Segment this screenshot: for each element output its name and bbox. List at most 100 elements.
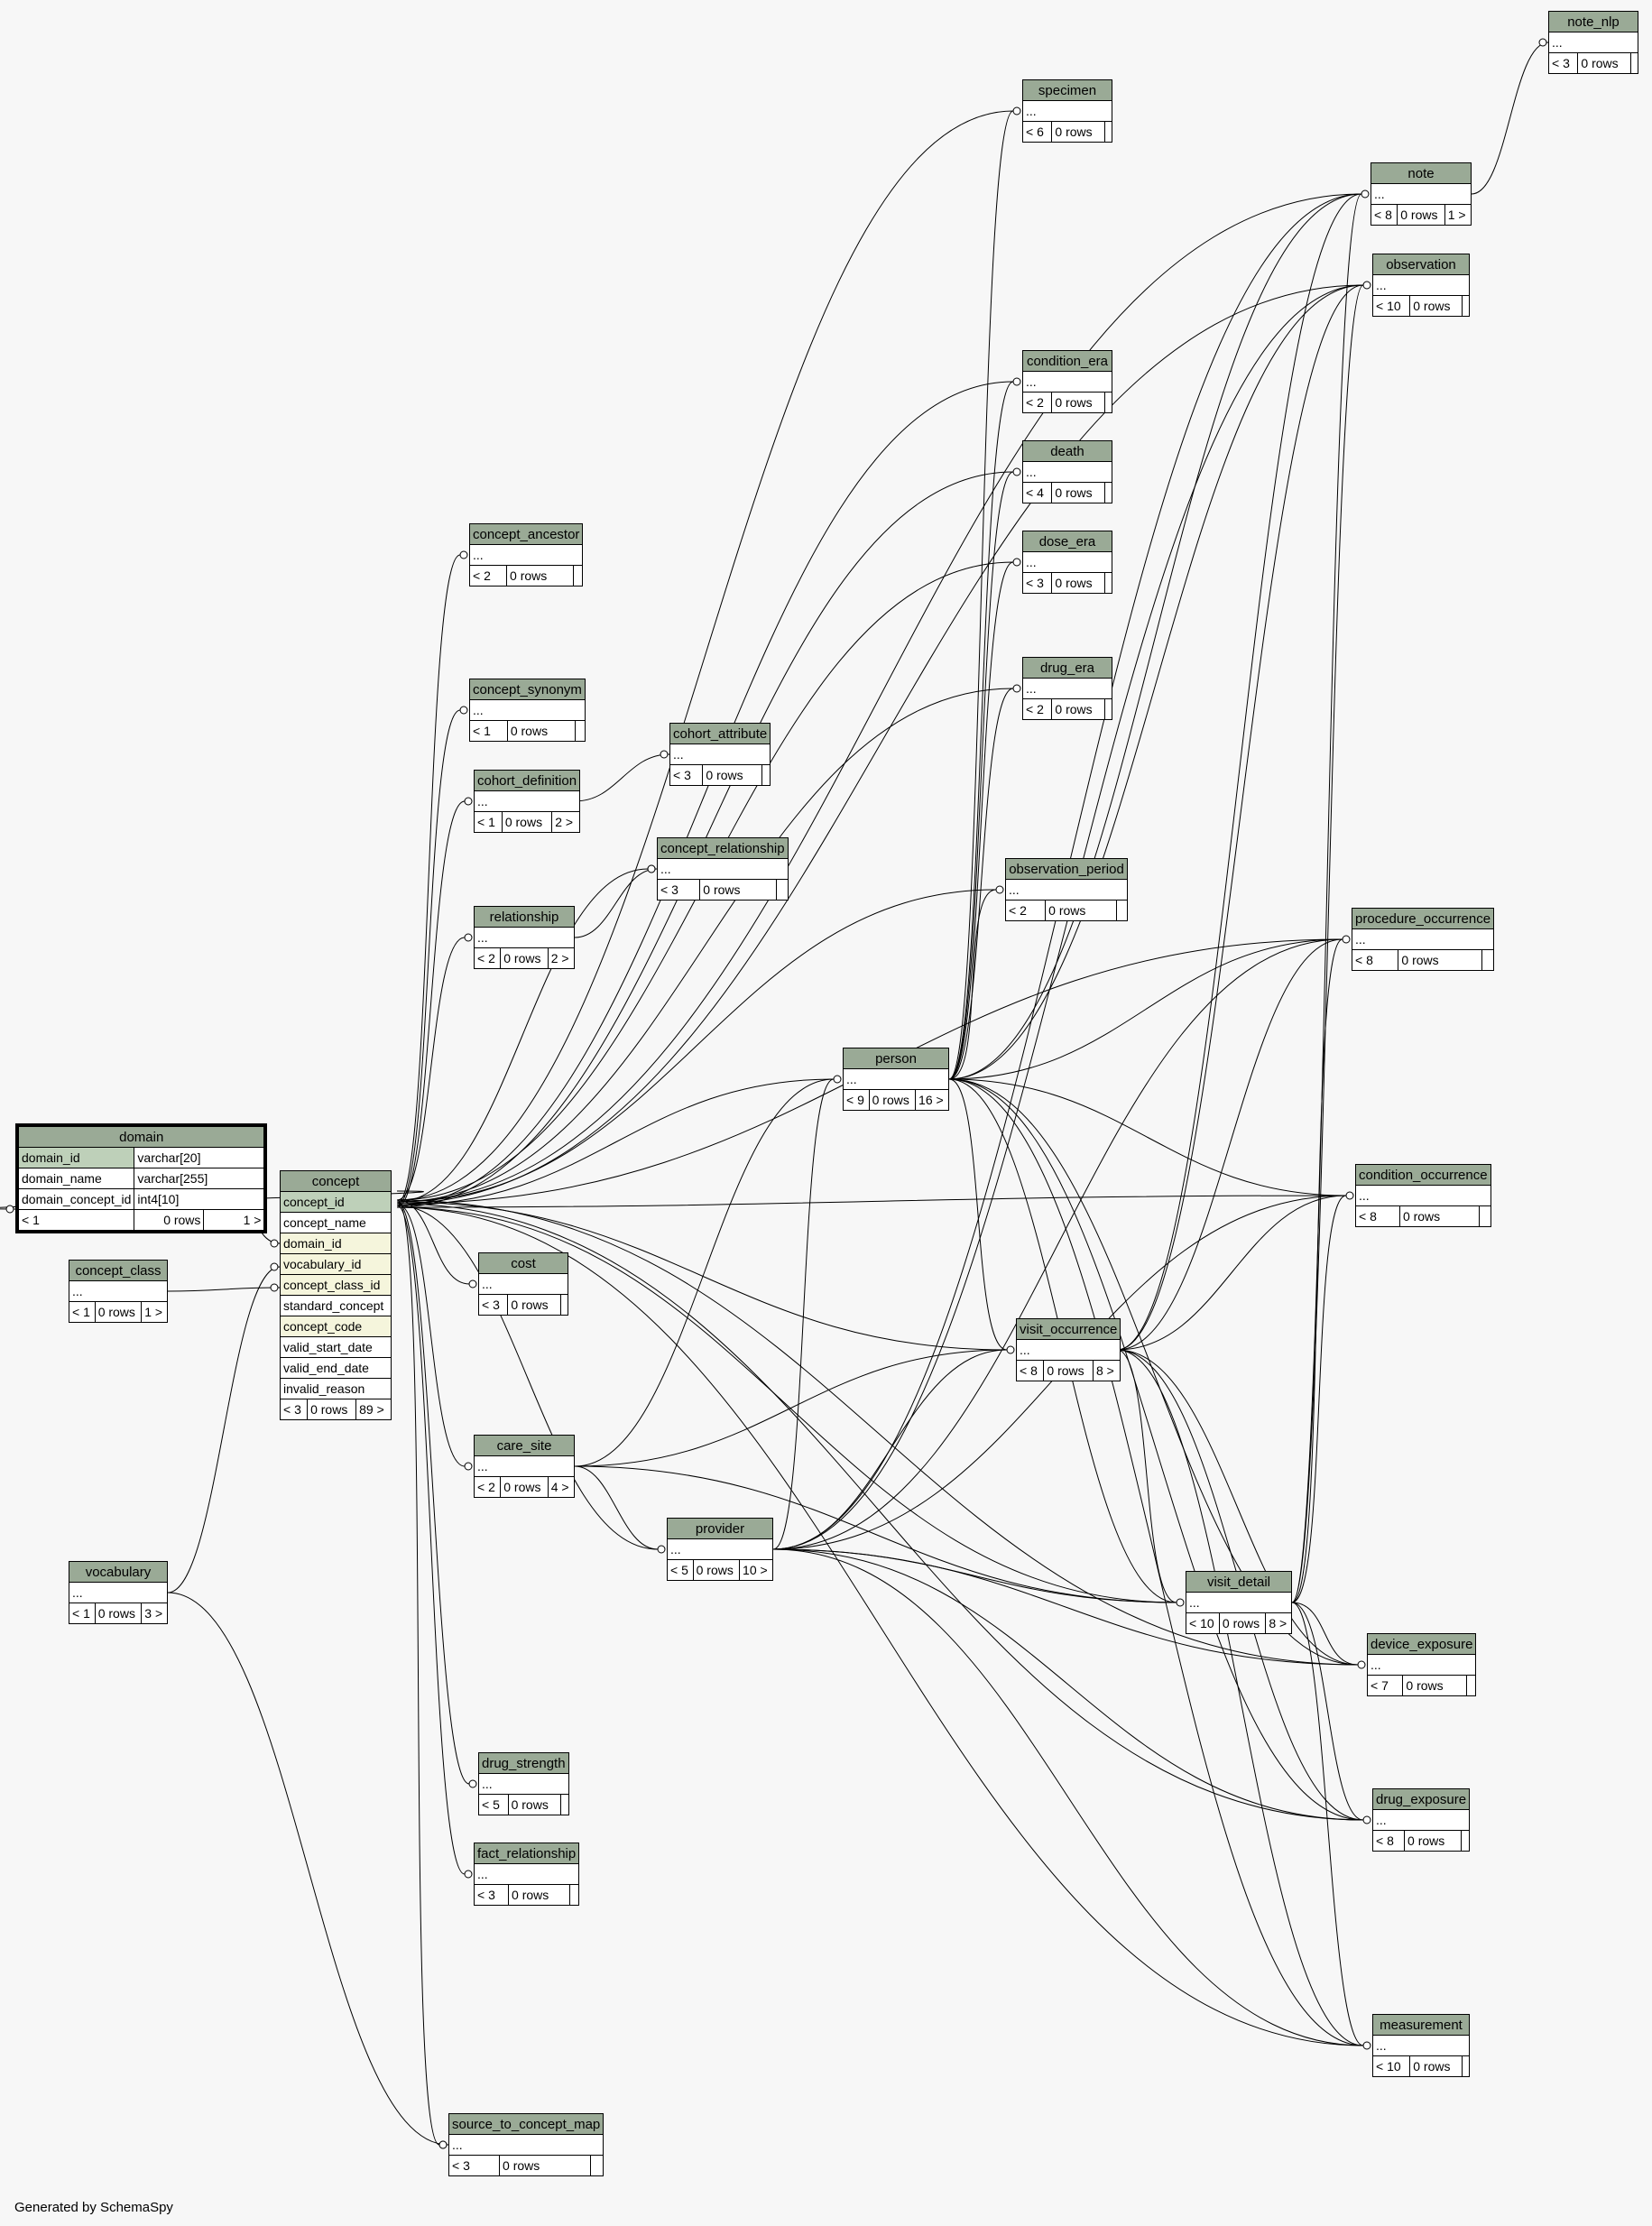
children-count[interactable]: [560, 1794, 569, 1815]
children-count[interactable]: 2 >: [551, 811, 581, 833]
children-count[interactable]: 3 >: [141, 1603, 168, 1624]
generated-by-label[interactable]: Generated by SchemaSpy: [14, 2200, 173, 2215]
parents-count[interactable]: < 3: [477, 1294, 509, 1316]
parents-count[interactable]: < 10: [1186, 1612, 1220, 1634]
children-count[interactable]: [1629, 52, 1639, 74]
table-title[interactable]: measurement: [1372, 2014, 1470, 2036]
table-title[interactable]: vocabulary: [69, 1561, 168, 1583]
children-count[interactable]: [1461, 295, 1471, 317]
parents-count[interactable]: < 1: [69, 1603, 96, 1624]
children-count[interactable]: [1103, 392, 1113, 413]
parents-count[interactable]: < 3: [448, 2155, 501, 2176]
parents-count[interactable]: < 3: [279, 1399, 309, 1420]
children-count[interactable]: 8 >: [1092, 1360, 1121, 1381]
parents-count[interactable]: < 1: [16, 1209, 135, 1233]
parents-count[interactable]: < 1: [474, 811, 503, 833]
parents-count[interactable]: < 7: [1366, 1675, 1404, 1696]
parents-count[interactable]: < 2: [1021, 392, 1053, 413]
parents-count[interactable]: < 5: [667, 1559, 694, 1581]
children-count[interactable]: [572, 565, 584, 587]
children-count[interactable]: [1103, 572, 1113, 594]
table-title[interactable]: cost: [478, 1252, 568, 1274]
table-title[interactable]: concept_ancestor: [468, 523, 584, 545]
parents-count[interactable]: < 2: [468, 565, 508, 587]
children-count[interactable]: [559, 1294, 569, 1316]
parents-count[interactable]: < 2: [473, 1476, 502, 1498]
table-domain[interactable]: domain domain_id varchar[20] domain_name…: [15, 1123, 268, 1233]
table-title[interactable]: concept: [280, 1170, 392, 1192]
parents-count[interactable]: < 1: [469, 720, 508, 742]
parents-count[interactable]: < 10: [1371, 295, 1411, 317]
children-count[interactable]: [574, 720, 586, 742]
table-title[interactable]: fact_relationship: [473, 1843, 580, 1864]
children-count[interactable]: 1 >: [203, 1209, 266, 1233]
children-count[interactable]: [1103, 482, 1113, 503]
children-count[interactable]: 4 >: [547, 1476, 576, 1498]
table-title[interactable]: concept_relationship: [657, 837, 789, 859]
children-count[interactable]: [1116, 900, 1128, 921]
parents-count[interactable]: < 8: [1351, 949, 1399, 971]
children-count[interactable]: [1481, 949, 1495, 971]
parents-count[interactable]: < 2: [1021, 698, 1053, 720]
parents-count[interactable]: < 6: [1021, 121, 1053, 143]
children-count[interactable]: [761, 764, 771, 786]
table-title[interactable]: condition_occurrence: [1355, 1164, 1491, 1186]
children-count[interactable]: 10 >: [739, 1559, 773, 1581]
children-count[interactable]: 2 >: [547, 947, 576, 969]
parents-count[interactable]: < 3: [1547, 52, 1579, 74]
children-count[interactable]: 8 >: [1265, 1612, 1292, 1634]
table-title[interactable]: concept_synonym: [469, 679, 586, 700]
table-title[interactable]: device_exposure: [1366, 1633, 1477, 1655]
table-concept[interactable]: concept concept_id concept_name domain_i…: [279, 1170, 392, 1420]
children-count[interactable]: [776, 879, 789, 901]
table-title[interactable]: specimen: [1022, 79, 1112, 101]
children-count[interactable]: [1103, 121, 1113, 143]
table-title[interactable]: drug_era: [1022, 657, 1112, 679]
parents-count[interactable]: < 3: [669, 764, 704, 786]
table-title[interactable]: domain: [16, 1124, 266, 1148]
children-count[interactable]: 89 >: [355, 1399, 392, 1420]
table-title[interactable]: visit_occurrence: [1015, 1318, 1121, 1340]
table-title[interactable]: note_nlp: [1548, 11, 1638, 32]
parents-count[interactable]: < 5: [478, 1794, 509, 1815]
children-count[interactable]: [1460, 1830, 1471, 1852]
table-title[interactable]: procedure_occurrence: [1351, 908, 1495, 929]
parents-count[interactable]: < 3: [1021, 572, 1053, 594]
children-count[interactable]: [1466, 1675, 1477, 1696]
children-count[interactable]: [1461, 2055, 1471, 2077]
parents-count[interactable]: < 1: [69, 1301, 96, 1323]
parents-count[interactable]: < 8: [1355, 1205, 1400, 1227]
children-count[interactable]: [589, 2155, 605, 2176]
parents-count[interactable]: < 9: [843, 1089, 870, 1111]
parents-count[interactable]: < 3: [473, 1884, 510, 1906]
parents-count[interactable]: < 8: [1015, 1360, 1045, 1381]
children-count[interactable]: [1478, 1205, 1491, 1227]
table-title[interactable]: visit_detail: [1186, 1571, 1292, 1593]
table-title[interactable]: condition_era: [1022, 350, 1112, 372]
table-title[interactable]: cohort_attribute: [669, 723, 771, 744]
children-count[interactable]: [1103, 698, 1113, 720]
table-title[interactable]: observation_period: [1005, 858, 1128, 880]
children-count[interactable]: 16 >: [915, 1089, 949, 1111]
parents-count[interactable]: < 4: [1021, 482, 1053, 503]
